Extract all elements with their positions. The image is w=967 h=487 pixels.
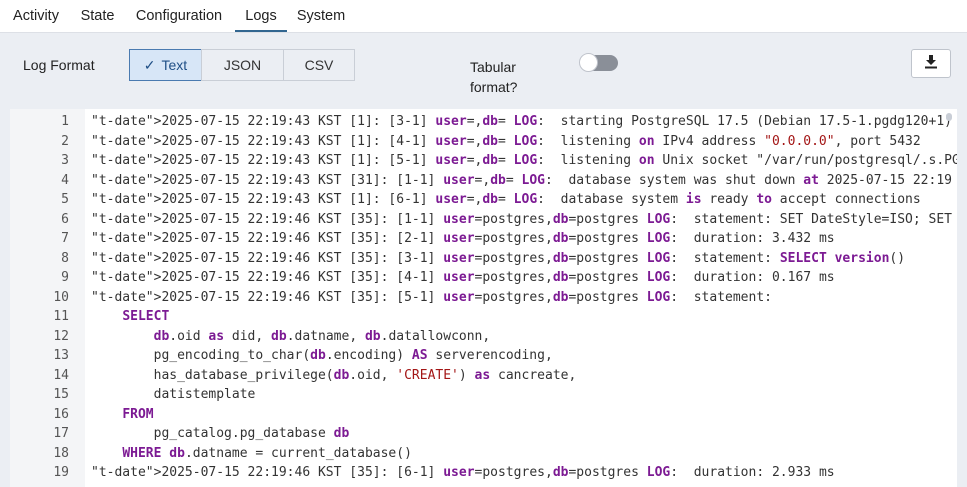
log-line-text: "t-date">2025-07-15 22:19:46 KST [35]: [… — [91, 211, 952, 227]
log-line: 11 SELECT — [10, 307, 957, 327]
log-line: 16 FROM — [10, 405, 957, 425]
line-number: 4 — [61, 172, 69, 188]
line-number: 12 — [53, 328, 69, 344]
log-line-text: db.oid as did, db.datname, db.datallowco… — [153, 328, 491, 344]
tabular-label-line2: format? — [470, 79, 518, 95]
line-number: 14 — [53, 367, 69, 383]
log-line: 2 "t-date">2025-07-15 22:19:43 KST [1]: [… — [10, 132, 957, 152]
tab-activity[interactable]: Activity — [0, 0, 72, 32]
format-json-label: JSON — [223, 57, 262, 73]
log-line: 9 "t-date">2025-07-15 22:19:46 KST [35]: … — [10, 268, 957, 288]
line-number: 17 — [53, 426, 69, 441]
log-line: 3 "t-date">2025-07-15 22:19:43 KST [1]: [… — [10, 151, 957, 171]
download-icon — [924, 54, 938, 74]
line-number: 2 — [61, 133, 69, 149]
log-line-text: "t-date">2025-07-15 22:19:43 KST [1]: [4… — [91, 133, 921, 149]
tab-logs[interactable]: Logs — [235, 0, 287, 32]
log-line-text: SELECT — [122, 309, 170, 324]
format-text-label: Text — [161, 57, 188, 73]
log-line: 12 db.oid as did, db.datname, db.datallo… — [10, 327, 957, 347]
log-line: 14 has_database_privilege(db.oid, 'CREAT… — [10, 366, 957, 386]
log-line-text: "t-date">2025-07-15 22:19:46 KST [35]: [… — [91, 231, 835, 246]
log-line-text: "t-date">2025-07-15 22:19:43 KST [1]: [6… — [91, 192, 921, 207]
log-line-text: "t-date">2025-07-15 22:19:46 KST [35]: [… — [91, 289, 780, 305]
log-line-text: pg_catalog.pg_database db — [91, 426, 350, 441]
download-button[interactable] — [911, 49, 951, 78]
line-number: 16 — [53, 406, 69, 422]
log-line: 10 "t-date">2025-07-15 22:19:46 KST [35]:… — [10, 288, 957, 308]
line-number-gutter — [10, 109, 85, 487]
tab-system-label: System — [296, 8, 346, 24]
tab-activity-label: Activity — [13, 8, 59, 24]
log-line: 8 "t-date">2025-07-15 22:19:46 KST [35]: … — [10, 249, 957, 269]
log-line-text: has_database_privilege(db.oid, 'CREATE')… — [91, 367, 577, 383]
line-number: 9 — [61, 270, 69, 285]
tab-logs-label: Logs — [245, 8, 277, 24]
log-line-text: datistemplate — [91, 387, 256, 402]
log-line: 13 pg_encoding_to_char(db.encoding) AS s… — [10, 346, 957, 366]
check-icon: ✓ — [143, 56, 156, 73]
log-line-text: "t-date">2025-07-15 22:19:43 KST [1]: [3… — [91, 114, 952, 129]
log-line: 18 WHERE db.datname = current_database() — [10, 444, 957, 464]
tab-bar: Activity State Configuration Logs System — [0, 0, 967, 33]
toggle-knob — [579, 53, 598, 72]
line-number: 15 — [53, 387, 69, 402]
tabular-format-label: Tabular format? — [470, 57, 530, 97]
log-line-text: WHERE db.datname = current_database() — [122, 445, 412, 461]
format-csv-button[interactable]: CSV — [283, 49, 355, 81]
line-number: 18 — [53, 445, 69, 461]
log-line-text: "t-date">2025-07-15 22:19:46 KST [35]: [… — [91, 270, 835, 285]
log-viewer[interactable]: 1 "t-date">2025-07-15 22:19:43 KST [1]: [… — [10, 109, 957, 487]
tab-state-label: State — [80, 8, 115, 24]
tabular-label-line1: Tabular — [470, 59, 516, 75]
log-line: 5 "t-date">2025-07-15 22:19:43 KST [1]: [… — [10, 190, 957, 210]
line-number: 3 — [61, 153, 69, 168]
format-text-button[interactable]: ✓ Text — [129, 49, 202, 81]
log-line: 7 "t-date">2025-07-15 22:19:46 KST [35]: … — [10, 229, 957, 249]
log-line-text: pg_encoding_to_char(db.encoding) AS serv… — [91, 348, 553, 363]
log-line-text: "t-date">2025-07-15 22:19:46 KST [35]: [… — [91, 250, 906, 266]
log-line-text: "t-date">2025-07-15 22:19:46 KST [35]: [… — [91, 465, 835, 480]
format-json-button[interactable]: JSON — [201, 49, 284, 81]
log-line: 19 "t-date">2025-07-15 22:19:46 KST [35]:… — [10, 463, 957, 483]
log-format-label: Log Format — [23, 57, 95, 73]
line-number: 7 — [61, 231, 69, 246]
tabular-format-toggle[interactable] — [579, 53, 618, 72]
line-number: 13 — [53, 348, 69, 363]
log-line-text: FROM — [122, 406, 154, 422]
log-line: 17 pg_catalog.pg_database db — [10, 424, 957, 444]
log-line-text: "t-date">2025-07-15 22:19:43 KST [1]: [5… — [91, 153, 957, 168]
tab-configuration-label: Configuration — [135, 8, 223, 24]
tab-state[interactable]: State — [72, 0, 123, 32]
tab-configuration[interactable]: Configuration — [123, 0, 235, 32]
vertical-scrollbar[interactable] — [946, 113, 952, 121]
line-number: 11 — [53, 309, 69, 324]
log-line: 6 "t-date">2025-07-15 22:19:46 KST [35]: … — [10, 210, 957, 230]
line-number: 6 — [61, 211, 69, 227]
log-line: 4 "t-date">2025-07-15 22:19:43 KST [31]: … — [10, 171, 957, 191]
line-number: 10 — [53, 289, 69, 305]
tab-system[interactable]: System — [287, 0, 355, 32]
log-line-text: "t-date">2025-07-15 22:19:43 KST [31]: [… — [91, 172, 952, 188]
format-csv-label: CSV — [304, 57, 334, 73]
log-line: 1 "t-date">2025-07-15 22:19:43 KST [1]: [… — [10, 112, 957, 132]
line-number: 1 — [61, 114, 69, 129]
line-number: 5 — [61, 192, 69, 207]
log-line: 15 datistemplate — [10, 385, 957, 405]
line-number: 8 — [61, 250, 69, 266]
line-number: 19 — [53, 465, 69, 480]
